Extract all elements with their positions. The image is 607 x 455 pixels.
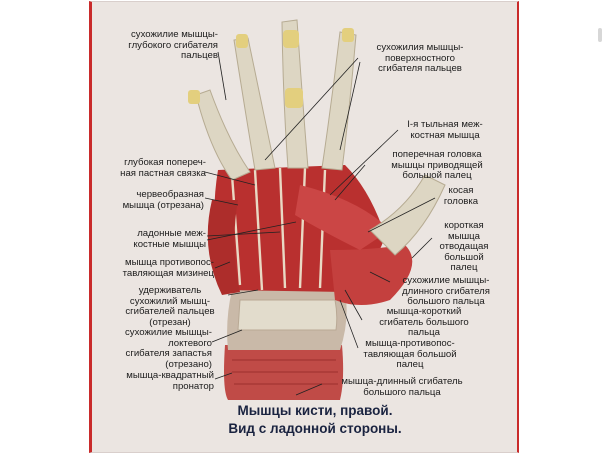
bone-little-tip xyxy=(188,90,200,104)
flexor-tendons xyxy=(230,167,327,291)
adductor-pollicis xyxy=(295,185,390,250)
scrollbar-thumb[interactable] xyxy=(598,28,602,42)
label-opponens-digiti-minimi: мышца противопос- тавляющая мизинец xyxy=(122,257,214,279)
label-fpl-tendon: сухожилие мышцы- длинного сгибателя боль… xyxy=(402,275,490,307)
label-fcu-tendon: сухожилие мышцы- локтевого сгибателя зап… xyxy=(124,327,212,370)
bone-index-tip xyxy=(342,28,354,42)
label-flexor-pollicis-brevis: мышца-короткий сгибатель большого пальца xyxy=(379,306,469,338)
label-adductor-transverse-head: поперечная головка мышцы приводящей боль… xyxy=(391,149,483,181)
bone-middle-tip xyxy=(283,30,299,48)
label-fds-tendons: сухожилия мышцы- поверхностного сгибател… xyxy=(376,42,464,74)
figure-caption: Мышцы кисти, правой. Вид с ладонной стор… xyxy=(200,402,430,438)
label-flexor-pollicis-longus: мышца-длинный сгибатель большого пальца xyxy=(341,376,463,398)
label-dorsal-interosseous: I-я тыльная меж- костная мышца xyxy=(407,119,483,141)
thumb xyxy=(369,174,446,256)
label-palmar-interosseous: ладонные меж- костные мышцы xyxy=(133,228,206,250)
label-oblique-head: косая головка xyxy=(443,185,479,207)
label-abductor-pollicis-brevis: короткая мышца отводащая большой палец xyxy=(439,220,489,273)
leader-lines xyxy=(204,51,436,396)
bone-middle xyxy=(285,88,303,108)
flexor-retinaculum xyxy=(237,299,338,331)
label-pronator-quadratus: мышца-квадратный пронатор xyxy=(126,370,214,392)
label-deep-transverse-ligament: глубокая попереч- ная пастная связка xyxy=(120,157,206,179)
label-lumbrical: червеобразная мышца (отрезана) xyxy=(122,189,204,211)
index-finger xyxy=(321,31,357,171)
scrollbar-track[interactable] xyxy=(596,0,607,455)
bone-ring-tip xyxy=(236,34,248,48)
ring-finger xyxy=(233,37,276,171)
caption-line-2: Вид с ладонной стороны. xyxy=(228,421,402,436)
label-opponens-pollicis: мышца-противопос- тавляющая большой пале… xyxy=(363,338,457,370)
label-flexor-retinaculum: удерживатель сухожилий мышц- сгибателей … xyxy=(125,285,215,328)
label-fdp-tendon: сухожилие мышцы- глубокого сгибателя пал… xyxy=(128,29,218,61)
little-finger xyxy=(195,89,251,181)
thenar-muscles xyxy=(330,245,413,305)
caption-line-1: Мышцы кисти, правой. xyxy=(237,403,393,418)
hypothenar-muscles xyxy=(207,200,240,295)
